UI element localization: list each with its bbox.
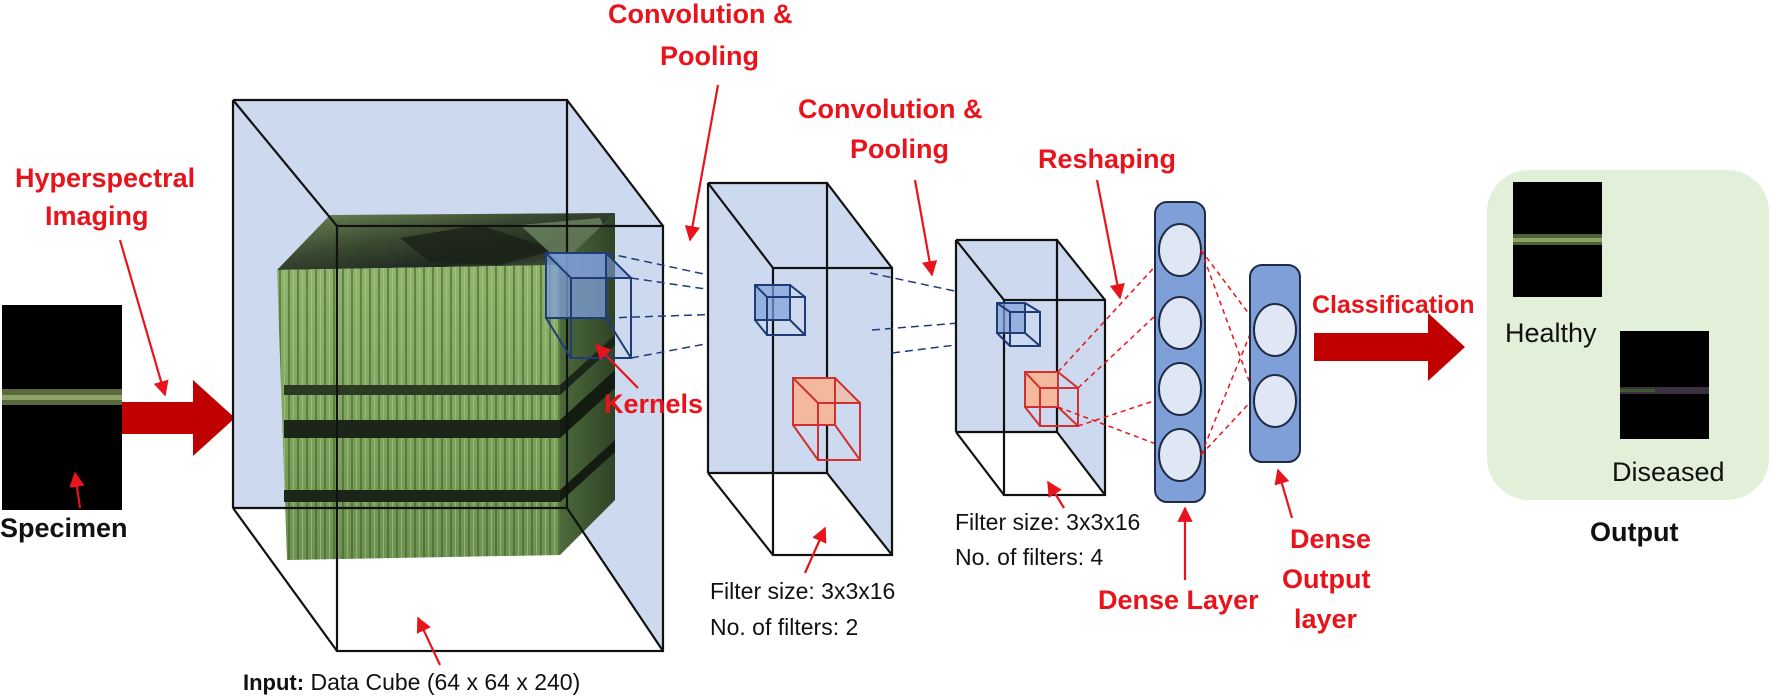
layer1-num-filters: No. of filters: 2 (710, 614, 858, 640)
hyperspectral-label-line2: Imaging (45, 201, 149, 231)
layer1-caption-arrow (803, 526, 827, 574)
dense-neuron (1158, 223, 1202, 277)
dense-output-layer (1249, 264, 1301, 463)
dense-neuron (1158, 428, 1202, 482)
conv-layer-2-blue-kernel (996, 302, 1041, 347)
output-neuron (1253, 374, 1297, 428)
conv-layer-1-red-kernel (792, 377, 861, 461)
classification-flow-arrow (1314, 313, 1465, 381)
input-kernel-cube (545, 252, 632, 359)
hyperspectral-arrow (118, 239, 169, 397)
dense-neuron (1158, 296, 1202, 350)
hyperspectral-label-line1: Hyperspectral (15, 163, 195, 193)
specimen-label: Specimen (0, 513, 128, 543)
specimen-arrow (69, 471, 85, 509)
healthy-image (1513, 182, 1602, 297)
diseased-label: Diseased (1612, 457, 1725, 487)
layer2-filter-size: Filter size: 3x3x16 (955, 509, 1140, 535)
conv1-label-line1: Convolution & (608, 0, 792, 29)
kernels-arrow (594, 343, 639, 389)
input-box-edges (231, 98, 665, 653)
classification-label: Classification (1312, 291, 1475, 319)
dense-output-label-line3: layer (1294, 604, 1358, 634)
dense-connections (1200, 249, 1256, 456)
reshaping-label: Reshaping (1038, 144, 1176, 174)
dense-output-arrow (1274, 468, 1294, 519)
conv2-label-line1: Convolution & (798, 94, 982, 124)
dense-layer (1154, 201, 1206, 503)
healthy-label: Healthy (1505, 318, 1597, 348)
conv-layer-2-red-kernel (1024, 371, 1079, 427)
input-caption-bold: Input: (243, 670, 304, 695)
layer1-filter-size: Filter size: 3x3x16 (710, 578, 895, 604)
dense-layer-label: Dense Layer (1098, 585, 1259, 615)
output-neuron (1253, 303, 1297, 357)
conv1-label-line2: Pooling (660, 41, 759, 71)
conv2-arrow (913, 179, 938, 277)
kernels-label: Kernels (604, 389, 703, 419)
reshaping-arrow (1095, 179, 1125, 300)
dense-output-label-line1: Dense (1290, 524, 1371, 554)
conv1-arrow (684, 84, 720, 242)
dense-output-label-line2: Output (1282, 564, 1370, 594)
input-caption: Input: Data Cube (64 x 64 x 240) (243, 669, 580, 695)
conv-layer-1-box (706, 181, 894, 557)
conv-layer-1-blue-kernel (754, 284, 806, 336)
output-label: Output (1590, 517, 1678, 547)
layer2-num-filters: No. of filters: 4 (955, 544, 1103, 570)
input-caption-text: Data Cube (64 x 64 x 240) (304, 669, 580, 695)
diseased-image (1620, 331, 1709, 439)
flow-arrow-to-input (122, 380, 235, 456)
conv2-label-line2: Pooling (850, 134, 949, 164)
layer2-caption-arrow (1047, 480, 1065, 509)
hyperspectral-data-cube (277, 213, 615, 560)
dense-neuron (1158, 362, 1202, 416)
conv-layer-2-box (954, 238, 1107, 497)
input-caption-arrow (416, 616, 441, 666)
specimen-image (2, 305, 122, 510)
